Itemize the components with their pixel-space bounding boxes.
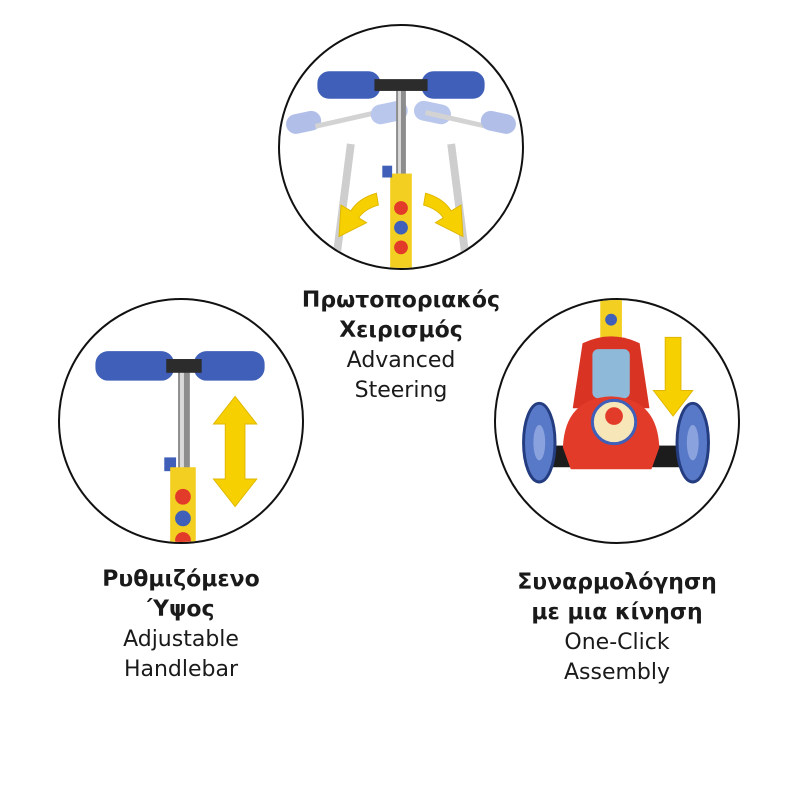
assembly-title-gr-1: Συναρμολόγηση [517, 570, 717, 595]
steering-title-gr-2: Χειρισμός [339, 318, 463, 343]
caption-height: Ρυθμιζόμενο Ύψος Adjustable Handlebar [51, 565, 311, 685]
down-arrow-icon [652, 336, 694, 417]
height-title-gr-2: Ύψος [147, 597, 215, 622]
height-title-en-2: Handlebar [123, 657, 239, 682]
caption-assembly: Συναρμολόγηση με μια κίνηση One-Click As… [487, 568, 747, 688]
steering-title-gr-1: Πρωτοποριακός [301, 288, 501, 313]
adjustable-handlebar [95, 351, 265, 542]
height-title-en-1: Adjustable [123, 627, 239, 652]
assembly-title-en-1: One-Click [564, 630, 670, 655]
assembly-title-en-2: Assembly [563, 660, 671, 685]
up-down-arrow-icon [212, 395, 258, 508]
main-handlebar [317, 71, 485, 268]
scooter-base [522, 300, 710, 484]
caption-steering: Πρωτοποριακός Χειρισμός Advanced Steerin… [271, 286, 531, 406]
assembly-illustration [522, 300, 710, 484]
steering-title-en-2: Steering [354, 378, 448, 403]
left-curved-arrow-icon [338, 192, 379, 238]
height-illustration [95, 351, 265, 542]
steering-illustration [286, 71, 516, 268]
steering-title-en-1: Advanced [346, 348, 456, 373]
assembly-title-gr-2: με μια κίνηση [531, 600, 703, 625]
feature-image-assembly [494, 298, 740, 544]
feature-image-height [58, 298, 304, 544]
feature-image-steering [278, 24, 524, 270]
faded-right-handlebar [413, 100, 516, 253]
right-curved-arrow-icon [423, 192, 464, 238]
height-title-gr-1: Ρυθμιζόμενο [102, 567, 260, 592]
